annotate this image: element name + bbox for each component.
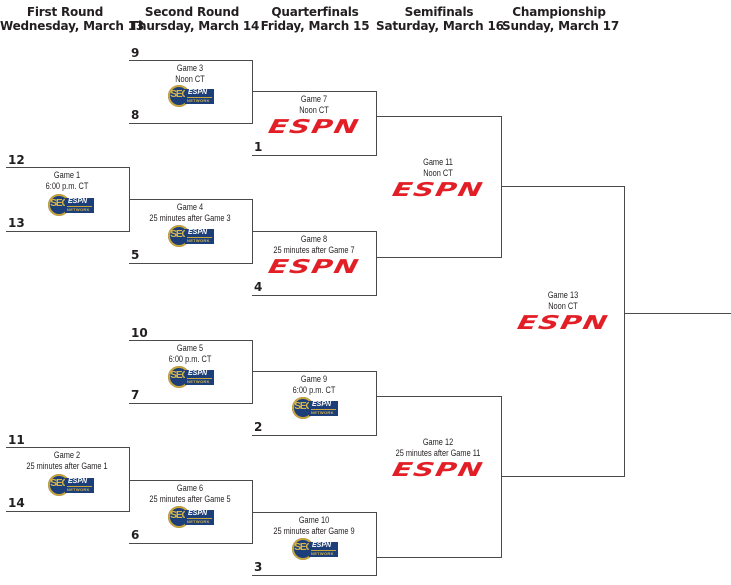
game-title: Game 4 [176,202,204,212]
seed-label: 10 [131,326,148,340]
game-title: Game 5 [176,343,204,353]
round-name: Quarterfinals [271,5,359,19]
round-header-semifinals: Semifinals Saturday, March 16 [376,5,504,33]
game-title: Game 7 [300,94,328,104]
espn-logo-icon: ESPN [266,256,362,278]
round-date: Friday, March 15 [260,19,370,33]
game-time: 6:00 p.m. CT [168,354,212,364]
game-10-bracket [252,512,377,576]
round-header-quarterfinals: Quarterfinals Friday, March 15 [254,5,376,33]
game-11-bracket [376,116,502,258]
round-name: Championship [512,5,606,19]
seed-label: 8 [131,108,140,122]
game-time: 25 minutes after Game 5 [149,494,231,504]
seed-label: 12 [8,153,25,167]
game-title: Game 11 [423,157,453,167]
round-header-first: First Round Wednesday, March 13 [0,5,144,33]
seed-label: 2 [254,420,263,434]
game-title: Game 8 [300,234,328,244]
espn-logo-icon: ESPN [390,459,486,481]
game-time: 6:00 p.m. CT [45,181,89,191]
round-header-championship: Championship Sunday, March 17 [502,5,619,33]
seed-label: 9 [131,46,140,60]
game-8-bracket [252,231,377,296]
game-title: Game 1 [53,170,81,180]
game-time: 6:00 p.m. CT [292,385,336,395]
seed-label: 1 [254,140,263,154]
game-title: Game 2 [53,450,81,460]
game-time: Noon CT [175,74,205,84]
game-5-bracket [129,340,253,404]
game-time: Noon CT [299,105,329,115]
game-time: 25 minutes after Game 3 [149,213,231,223]
espn-logo-icon: ESPN [390,179,486,201]
game-time: 25 minutes after Game 11 [395,448,481,458]
game-time: 25 minutes after Game 7 [273,245,355,255]
round-date: Saturday, March 16 [376,19,504,33]
game-time: 25 minutes after Game 1 [26,461,108,471]
espn-logo-icon: ESPN [515,312,611,334]
seed-label: 14 [8,496,25,510]
round-name: Second Round [144,5,240,19]
game-title: Game 6 [176,483,204,493]
espn-logo-icon: ESPN [266,116,362,138]
seed-label: 4 [254,280,263,294]
game-title: Game 3 [176,63,204,73]
game-2-bracket [6,447,130,512]
game-7-bracket [252,91,377,156]
seed-label: 3 [254,560,263,574]
game-title: Game 10 [298,515,330,525]
game-title: Game 13 [547,290,579,300]
champion-line [624,313,731,314]
game-time: Noon CT [423,168,453,178]
round-date: Thursday, March 14 [130,19,260,33]
round-date: Sunday, March 17 [502,19,619,33]
game-title: Game 12 [422,437,454,447]
seed-label: 6 [131,528,140,542]
round-date: Wednesday, March 13 [0,19,144,33]
round-name: Semifinals [404,5,474,19]
seed-line [6,167,8,168]
game-title: Game 9 [300,374,328,384]
game-3-bracket [129,60,253,124]
game-13-bracket [501,186,625,477]
seed-label: 13 [8,216,25,230]
game-9-bracket [252,371,377,436]
seed-label: 7 [131,388,140,402]
seed-label: 5 [131,248,140,262]
round-header-second: Second Round Thursday, March 14 [130,5,260,33]
game-time: 25 minutes after Game 9 [273,526,355,536]
game-time: Noon CT [548,301,578,311]
round-name: First Round [26,5,104,19]
game-12-bracket [376,396,502,558]
seed-label: 11 [8,433,25,447]
